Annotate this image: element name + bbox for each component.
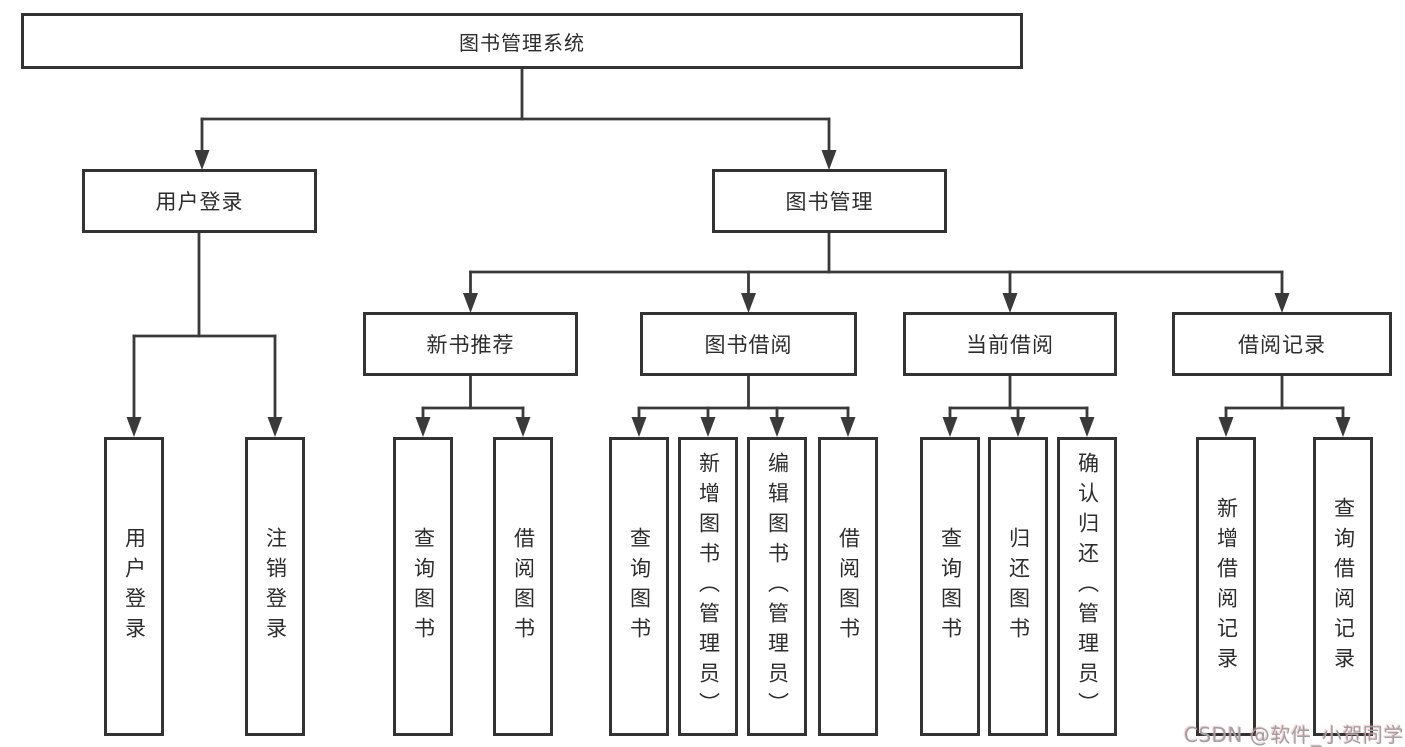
node-label: 归还图书: [1006, 526, 1031, 647]
node-label: 借阅图书: [836, 526, 861, 647]
arrowhead-icon: [942, 417, 958, 437]
node-current-borrowing: 当前借阅: [903, 312, 1117, 376]
node-label: 新增借阅记录: [1214, 496, 1239, 677]
arrowhead-icon: [1079, 417, 1095, 437]
leaf-logout: 注销登录: [245, 437, 305, 736]
arrowhead-icon: [1218, 417, 1234, 437]
node-label: 借阅记录: [1238, 333, 1326, 357]
arrowhead-icon: [821, 150, 837, 170]
node-user-login: 用户登录: [82, 169, 317, 233]
arrowhead-icon: [267, 417, 283, 437]
node-borrowing-records: 借阅记录: [1172, 312, 1392, 376]
arrowhead-icon: [1010, 417, 1026, 437]
node-label: 图书管理: [785, 190, 874, 214]
node-label: 查询借阅记录: [1331, 496, 1356, 677]
leaf-add-book-admin: 新增图书（管理员）: [678, 437, 738, 736]
arrowhead-icon: [1274, 293, 1290, 313]
node-label: 查询图书: [627, 526, 652, 647]
arrowhead-icon: [741, 293, 756, 313]
leaf-user-login: 用户登录: [104, 437, 164, 736]
node-library-management-system: 图书管理系统: [21, 13, 1023, 69]
arrowhead-icon: [515, 417, 531, 437]
leaf-confirm-return-admin: 确认归还（管理员）: [1057, 437, 1117, 736]
leaf-query-books-2: 查询图书: [609, 437, 669, 736]
arrowhead-icon: [631, 417, 647, 437]
leaf-add-borrow-record: 新增借阅记录: [1196, 437, 1256, 736]
node-label: 编辑图书（管理员）: [765, 451, 790, 722]
node-label: 新增图书（管理员）: [696, 451, 721, 722]
leaf-query-books-1: 查询图书: [393, 437, 453, 736]
node-label: 图书管理系统: [459, 30, 585, 55]
arrowhead-icon: [700, 417, 716, 437]
node-label: 当前借阅: [966, 333, 1054, 357]
node-label: 确认归还（管理员）: [1075, 451, 1100, 722]
node-new-book-recommendation: 新书推荐: [363, 312, 578, 376]
node-label: 新书推荐: [426, 333, 515, 357]
leaf-query-borrow-record: 查询借阅记录: [1313, 437, 1373, 736]
arrowhead-icon: [463, 293, 478, 313]
node-label: 图书借阅: [704, 333, 793, 357]
node-label: 注销登录: [263, 526, 288, 647]
node-label: 用户登录: [122, 526, 147, 647]
arrowhead-icon: [1002, 293, 1018, 313]
csdn-watermark: CSDN @软件_小贺同学: [1184, 723, 1404, 747]
leaf-borrow-books-2: 借阅图书: [818, 437, 878, 736]
node-label: 用户登录: [155, 190, 244, 214]
leaf-query-books-3: 查询图书: [920, 437, 980, 736]
node-label: 借阅图书: [511, 526, 536, 647]
leaf-return-book: 归还图书: [988, 437, 1048, 736]
arrowhead-icon: [126, 417, 142, 437]
leaf-borrow-books-1: 借阅图书: [493, 437, 553, 736]
node-label: 查询图书: [938, 526, 963, 647]
leaf-edit-book-admin: 编辑图书（管理员）: [747, 437, 807, 736]
node-label: 查询图书: [411, 526, 436, 647]
node-book-management: 图书管理: [712, 169, 947, 233]
arrowhead-icon: [1335, 417, 1351, 437]
node-book-borrowing: 图书借阅: [640, 312, 857, 376]
arrowhead-icon: [769, 417, 785, 437]
arrowhead-icon: [415, 417, 431, 437]
arrowhead-icon: [840, 417, 856, 437]
arrowhead-icon: [194, 150, 210, 170]
